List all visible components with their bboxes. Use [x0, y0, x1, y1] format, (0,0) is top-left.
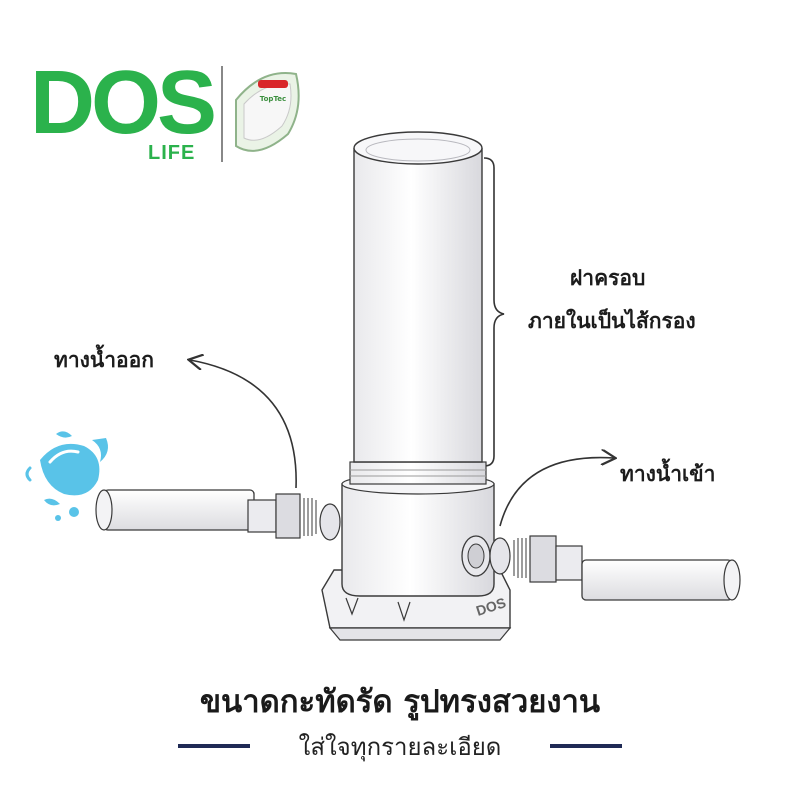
filter-cover-tube [353, 131, 483, 463]
right-accent-rule [550, 744, 622, 748]
subline: ใส่ใจทุกรายละเอียด [298, 733, 502, 761]
filter-head [341, 461, 495, 597]
outlet-arrow [190, 360, 297, 489]
outlet-label: ทางน้ำออก [54, 348, 154, 372]
cover-label-line2: ภายในเป็นไส้กรอง [528, 309, 696, 333]
cover-label-line1: ฝาครอบ [570, 266, 646, 290]
brand-logo-life: LIFE [148, 142, 196, 164]
outlet-pipe [95, 489, 341, 541]
left-accent-rule [178, 744, 250, 748]
inlet-arrow [499, 458, 614, 527]
inlet-pipe [489, 535, 741, 601]
brand-divider [221, 66, 223, 162]
headline: ขนาดกะทัดรัด รูปทรงสวยงาน [199, 684, 601, 720]
cover-brace [483, 157, 505, 467]
toptec-badge-icon: TopTec [235, 72, 300, 152]
brand-logo-dos: DOS [30, 53, 217, 153]
svg-text:TopTec: TopTec [260, 95, 286, 103]
water-splash-icon [25, 431, 108, 521]
inlet-label: ทางน้ำเข้า [620, 462, 716, 486]
